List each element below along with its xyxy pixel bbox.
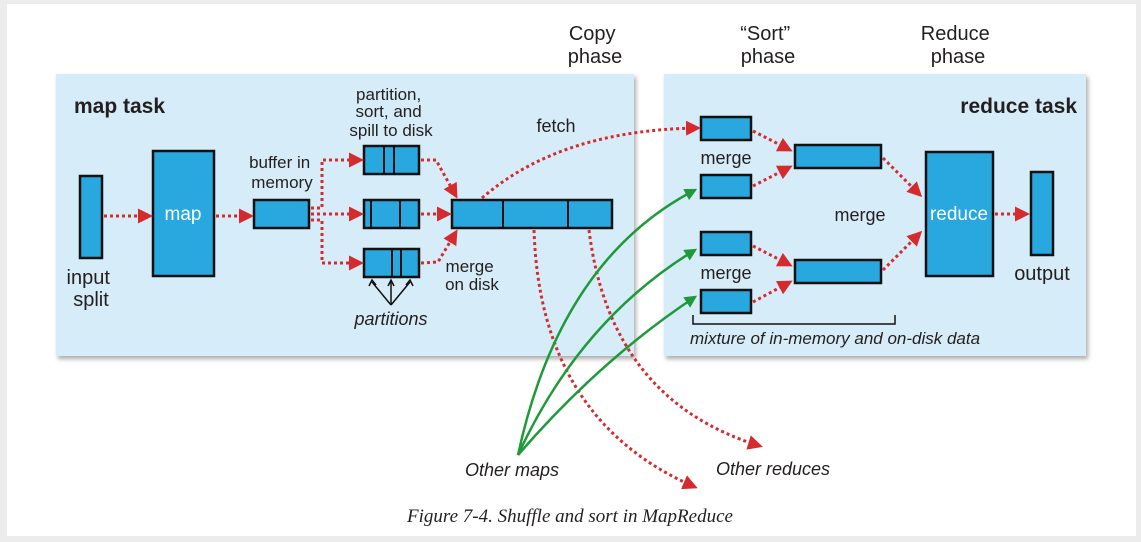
spill-file-2 — [362, 198, 421, 230]
map-box — [151, 149, 216, 278]
fetch-label: fetch — [536, 116, 575, 136]
sort-phase-label: “Sort” phase — [740, 23, 796, 68]
spill-label: partition, sort, and spill to disk — [349, 85, 433, 140]
merge-bottom-label: merge — [700, 263, 751, 283]
arrow-buffer-to-spill-1 — [311, 152, 364, 210]
arrow-other-map-3 — [517, 295, 698, 456]
mixture-bracket — [692, 315, 896, 325]
input-split-box — [78, 174, 104, 260]
arrow-spill1-to-merged — [421, 158, 458, 199]
arrow-fetch — [481, 120, 701, 200]
arrow-buffer-to-spill-3 — [311, 218, 364, 271]
arrow-merged1-to-reduce — [881, 156, 923, 198]
arrow-merged2-to-reduce — [881, 230, 923, 272]
arrow-seg1-to-merged1 — [752, 129, 793, 152]
output-box — [1029, 170, 1055, 257]
copied-segment-4 — [699, 288, 753, 315]
copy-phase-label: Copy phase — [568, 23, 623, 68]
copied-segment-3 — [699, 230, 753, 257]
reduce-phase-label: Reduce phase — [921, 23, 996, 68]
partitions-label: partitions — [353, 309, 427, 329]
arrow-seg3-to-merged2 — [752, 244, 793, 267]
output-label: output — [1014, 263, 1070, 285]
arrow-seg4-to-merged2 — [752, 280, 793, 304]
other-maps-label: Other maps — [465, 460, 559, 480]
other-reduces-label: Other reduces — [716, 459, 830, 479]
spill-file-1 — [362, 144, 421, 176]
input-split-label: input split — [67, 267, 116, 311]
arrow-seg2-to-merged1 — [752, 165, 793, 188]
reduce-box — [924, 150, 995, 278]
arrow-other-map-1 — [516, 188, 698, 456]
merged-segment-1 — [793, 143, 883, 170]
copied-segment-2 — [699, 173, 753, 200]
reduce-task-title: reduce task — [960, 95, 1077, 118]
copied-segment-1 — [699, 115, 753, 142]
merge-on-disk-label: merge on disk — [445, 257, 499, 294]
buffer-label: buffer in memory — [249, 153, 315, 192]
merged-segment-2 — [793, 258, 883, 285]
map-task-title: map task — [74, 95, 165, 118]
mixture-label: mixture of in-memory and on-disk data — [690, 329, 980, 348]
figure-caption: Figure 7-4. Shuffle and sort in MapReduc… — [406, 506, 733, 527]
merged-file — [450, 198, 614, 230]
reduce-label: reduce — [930, 204, 988, 225]
partition-pointers — [368, 278, 414, 306]
merge-top-label: merge — [700, 148, 751, 168]
arrow-other-map-2 — [516, 248, 698, 456]
map-label: map — [165, 204, 202, 225]
merge-mid-label: merge — [834, 205, 885, 225]
green-flow-arrows — [516, 188, 698, 456]
spill-file-3 — [362, 247, 421, 279]
buffer-box — [252, 198, 311, 230]
